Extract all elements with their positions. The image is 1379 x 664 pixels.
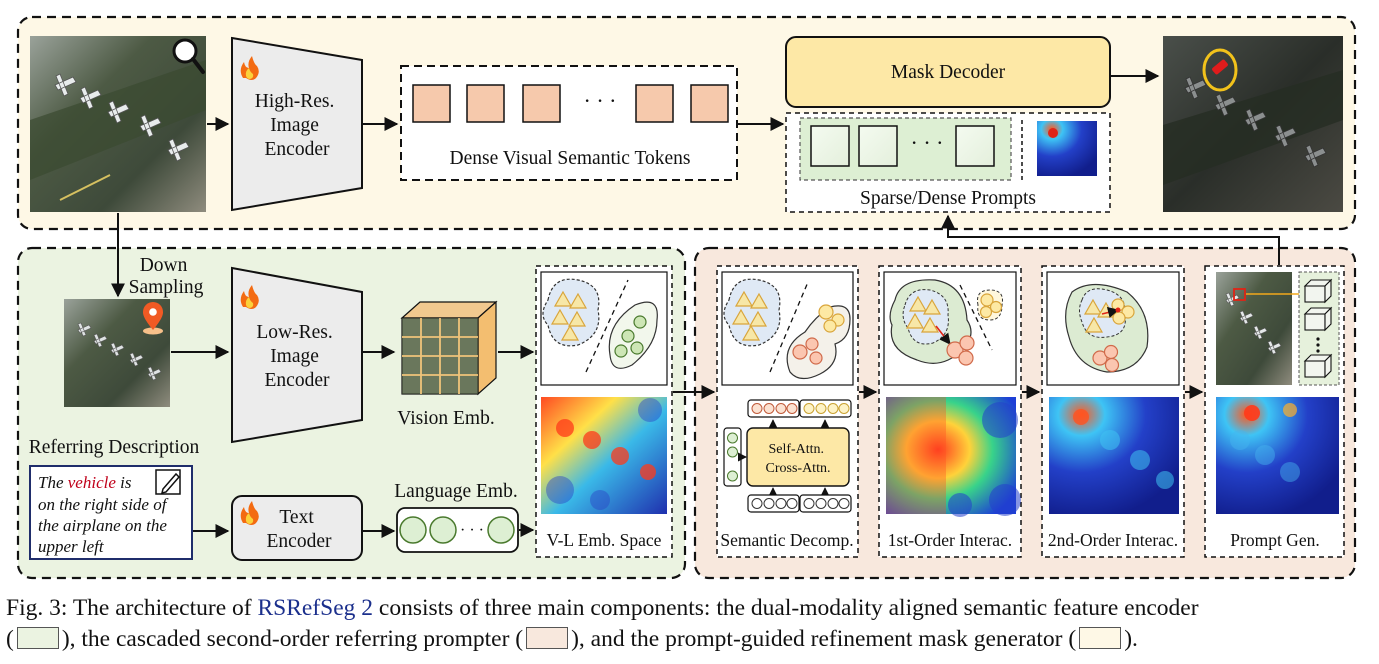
second-order-diagram (1046, 271, 1180, 386)
input-satellite-image (30, 36, 206, 212)
first-order-label: 1st-Order Interac. (888, 530, 1012, 550)
prompt-ellipsis: · · · (911, 130, 944, 155)
first-order-heatmap (886, 397, 1021, 517)
fire-icon (240, 56, 259, 80)
sparse-prompt-token (955, 125, 995, 167)
visual-token (690, 84, 729, 123)
language-embedding-box (396, 507, 519, 553)
mask-decoder-block (785, 36, 1111, 108)
language-emb-label: Language Emb. (394, 481, 517, 502)
low-res-image-encoder (231, 266, 363, 444)
attention-module: Self-Attn. Cross-Attn. (723, 399, 852, 513)
vl-space-label: V-L Emb. Space (547, 530, 662, 550)
language-token (487, 516, 515, 544)
visual-token (466, 84, 505, 123)
fire-icon (240, 501, 259, 525)
language-token (399, 516, 427, 544)
high-res-encoder-label: High-Res. Image Encoder (255, 91, 340, 160)
dense-tokens-label: Dense Visual Semantic Tokens (450, 148, 691, 169)
edit-icon (155, 469, 181, 495)
visual-token (522, 84, 561, 123)
sparse-prompt-token (810, 125, 850, 167)
location-pin-icon (143, 302, 163, 335)
down-sampling-label: Down Sampling (129, 255, 204, 298)
architecture-diagram: High-Res. Image Encoder · · · Dense Visu… (16, 15, 1357, 580)
visual-token (635, 84, 674, 123)
caption-paren: ( (6, 626, 14, 652)
first-order-diagram (883, 271, 1017, 386)
dense-prompt-heatmap (1037, 121, 1097, 176)
prompt-gen-heatmap (1216, 397, 1339, 514)
prompt-token-stack (1298, 271, 1340, 386)
vl-heatmap (541, 397, 667, 514)
language-ellipsis: · · · (460, 522, 484, 539)
text-encoder-label: Text Encoder (267, 507, 332, 552)
referring-description-text: The vehicle is on the right side of the … (38, 473, 171, 556)
output-mask-image (1163, 36, 1343, 212)
caption-prefix: Fig. 3: The architecture of (6, 595, 258, 621)
dense-tokens-box (400, 65, 738, 181)
caption-method-name: RSRefSeg 2 (257, 595, 374, 621)
mask-decoder-label: Mask Decoder (891, 62, 1006, 83)
feedback-arrow (941, 214, 1280, 265)
vision-emb-label: Vision Emb. (397, 408, 494, 429)
magnifier-icon (172, 38, 205, 74)
semantic-decomp-label: Semantic Decomp. (720, 530, 853, 550)
caption-part2c: ). (1124, 626, 1138, 652)
language-token (429, 516, 457, 544)
text-encoder-block (231, 495, 363, 561)
caption-part1: consists of three main components: the d… (373, 595, 1199, 621)
vl-cluster-diagram (540, 271, 668, 386)
semantic-decomp-diagram (721, 271, 854, 386)
referring-description-title: Referring Description (29, 437, 200, 458)
second-order-label: 2nd-Order Interac. (1048, 530, 1178, 550)
generator-color-swatch (1079, 627, 1122, 649)
svg-text:Self-Attn. Cross-Attn.: Self-Attn. Cross-Attn. (766, 442, 831, 476)
fire-icon (240, 285, 259, 309)
vision-embedding-cube (400, 300, 498, 396)
prompter-color-swatch (526, 627, 569, 649)
second-order-heatmap (1049, 397, 1179, 514)
prompts-label: Sparse/Dense Prompts (860, 188, 1036, 209)
visual-token (412, 84, 451, 123)
prompt-gen-label: Prompt Gen. (1230, 530, 1319, 550)
high-res-image-encoder (231, 36, 363, 212)
figure-caption: Fig. 3: The architecture of RSRefSeg 2 c… (6, 593, 1374, 655)
referring-prompter-region (693, 246, 1357, 580)
encoder-color-swatch (16, 627, 59, 649)
caption-part2b: ), and the prompt-guided refinement mask… (571, 626, 1077, 652)
sparse-prompt-token (858, 125, 898, 167)
caption-part2a: ), the cascaded second-order referring p… (61, 626, 524, 652)
low-res-encoder-label: Low-Res. Image Encoder (256, 322, 337, 391)
token-ellipsis: · · · (584, 88, 617, 113)
prompt-gen-image (1216, 272, 1292, 385)
